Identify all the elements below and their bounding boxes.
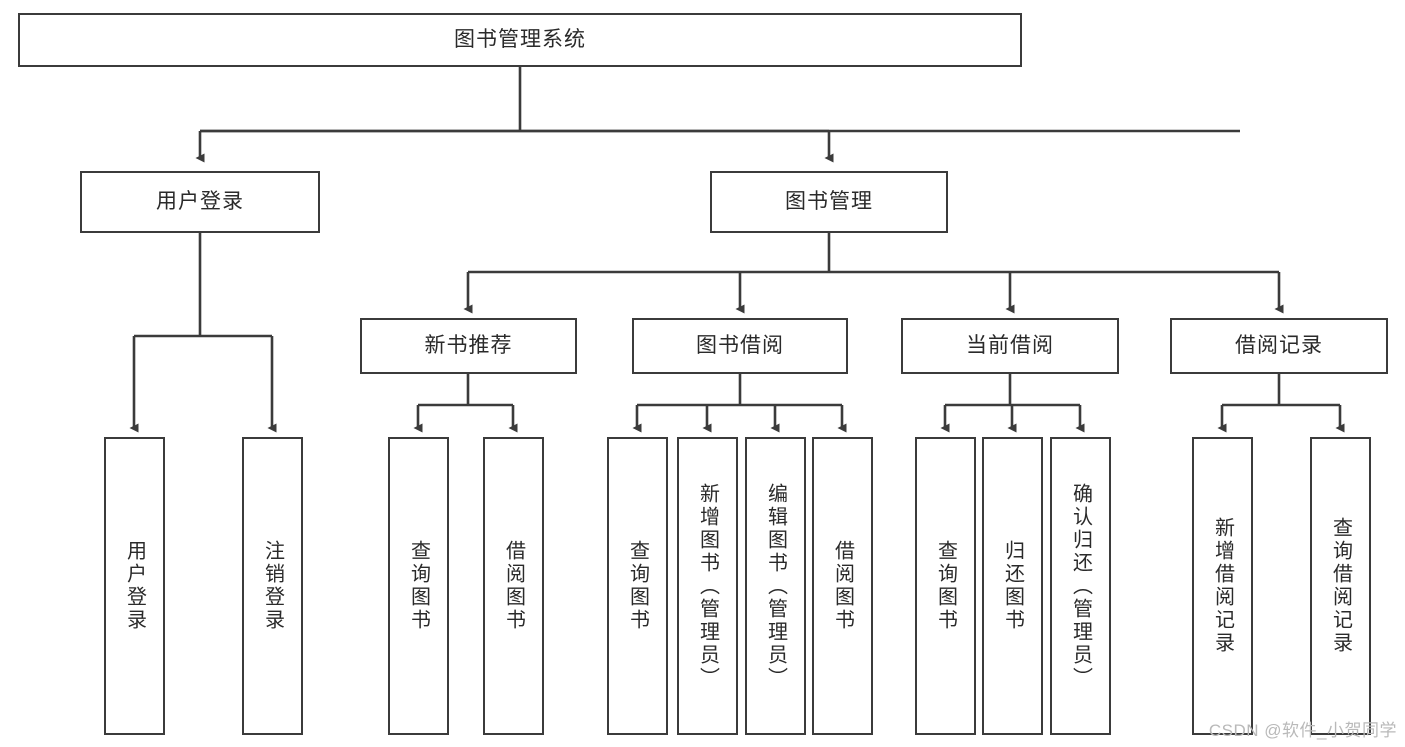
node-new-book-rec-label: 新书推荐 [424,333,513,357]
node-user-login-label: 用户登录 [156,189,244,213]
edge-book-manage-to-level3 [463,233,1284,314]
edge-book-borrow-to-leaves [632,374,847,433]
node-root[interactable]: 图书管理系统 [18,13,1022,67]
node-leaf-borrow-book-1-label: 借阅图书 [502,540,525,632]
node-leaf-add-book-label: 新增图书（管理员） [696,482,719,690]
edge-root-bar [195,129,834,163]
edge-new-book-rec-to-leaves [413,374,518,433]
node-book-borrow[interactable]: 图书借阅 [632,318,848,374]
node-leaf-user-login[interactable]: 用户登录 [104,437,165,735]
node-current-borrow[interactable]: 当前借阅 [901,318,1119,374]
node-leaf-add-record-label: 新增借阅记录 [1211,517,1234,655]
node-leaf-return-book-label: 归还图书 [1001,540,1024,632]
node-user-login[interactable]: 用户登录 [80,171,320,233]
node-leaf-add-record[interactable]: 新增借阅记录 [1192,437,1253,735]
node-leaf-logout[interactable]: 注销登录 [242,437,303,735]
node-leaf-query-record-label: 查询借阅记录 [1329,517,1352,655]
node-new-book-rec[interactable]: 新书推荐 [360,318,577,374]
node-leaf-add-book[interactable]: 新增图书（管理员） [677,437,738,735]
node-leaf-user-login-label: 用户登录 [123,540,146,632]
node-leaf-edit-book-label: 编辑图书（管理员） [764,482,787,690]
node-leaf-query-book-1[interactable]: 查询图书 [388,437,449,735]
node-borrow-record-label: 借阅记录 [1235,333,1323,357]
node-leaf-query-book-3[interactable]: 查询图书 [915,437,976,735]
edge-borrow-record-to-leaves [1217,374,1345,433]
node-book-borrow-label: 图书借阅 [696,333,784,357]
node-leaf-borrow-book-2[interactable]: 借阅图书 [812,437,873,735]
node-borrow-record[interactable]: 借阅记录 [1170,318,1388,374]
node-leaf-query-book-1-label: 查询图书 [407,540,430,632]
node-current-borrow-label: 当前借阅 [966,333,1054,357]
node-leaf-borrow-book-1[interactable]: 借阅图书 [483,437,544,735]
edge-current-borrow-to-leaves [940,374,1085,433]
edge-root-to-level2 [200,67,1240,133]
node-leaf-borrow-book-2-label: 借阅图书 [831,540,854,632]
node-leaf-query-record[interactable]: 查询借阅记录 [1310,437,1371,735]
node-leaf-return-book[interactable]: 归还图书 [982,437,1043,735]
node-leaf-confirm-return-label: 确认归还（管理员） [1069,482,1092,690]
node-leaf-query-book-2[interactable]: 查询图书 [607,437,668,735]
node-leaf-logout-label: 注销登录 [261,540,284,632]
node-book-manage[interactable]: 图书管理 [710,171,948,233]
node-leaf-query-book-3-label: 查询图书 [934,540,957,632]
node-leaf-query-book-2-label: 查询图书 [626,540,649,632]
edge-user-login-to-leaves [129,233,277,433]
node-book-manage-label: 图书管理 [785,189,873,213]
node-leaf-confirm-return[interactable]: 确认归还（管理员） [1050,437,1111,735]
node-root-label: 图书管理系统 [454,27,586,51]
node-leaf-edit-book[interactable]: 编辑图书（管理员） [745,437,806,735]
